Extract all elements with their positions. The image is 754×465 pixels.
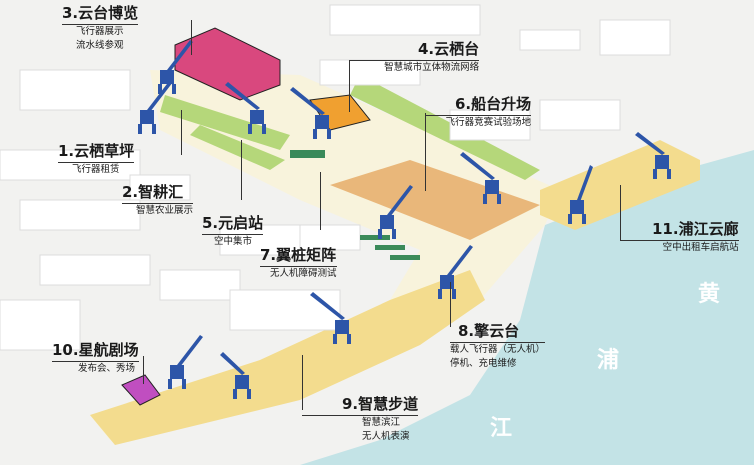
site-sub: 智慧农业展示	[136, 205, 194, 216]
site-sub: 智慧滨江	[362, 417, 401, 428]
leader-line-1	[181, 110, 182, 155]
label-site-10: 10.星航剧场 发布会、秀场	[52, 339, 139, 376]
lawn-1	[160, 95, 290, 150]
city-buildings	[0, 4, 671, 351]
site-sub: 智慧城市立体物流网络	[384, 62, 480, 73]
slipway-6	[330, 160, 540, 240]
site-sub: 发布会、秀场	[78, 363, 136, 374]
label-site-11: 11.浦江云廊 空中出租车启航站	[620, 218, 739, 255]
star-theatre-10	[121, 374, 161, 406]
site-title: 10.星航剧场	[52, 339, 139, 362]
expo-hall-3	[174, 27, 281, 101]
site-sub: 空中出租车启航站	[662, 242, 739, 253]
site-sub: 飞行器展示	[76, 26, 124, 37]
river-label-huang: 黄	[698, 282, 721, 307]
site-title: 7.翼桩矩阵	[260, 244, 337, 267]
site-title: 8.擎云台	[450, 320, 546, 343]
label-site-6: 6.船台升场 飞行器竞赛试验场地	[425, 93, 532, 130]
crane-icons	[138, 40, 671, 399]
label-site-7: 7.翼桩矩阵 无人机障碍测试	[260, 244, 337, 281]
site-sub: 流水线参观	[76, 40, 124, 51]
label-site-5: 5.元启站 空中集市	[202, 212, 264, 249]
site-sub: 无人机障碍测试	[270, 268, 337, 279]
label-site-4: 4.云栖台 智慧城市立体物流网络	[350, 38, 480, 75]
site-title: 4.云栖台	[350, 38, 480, 61]
leader-line-5	[320, 172, 321, 230]
lawn-green-strip	[350, 75, 540, 180]
label-site-2: 2.智耕汇 智慧农业展示	[122, 181, 194, 218]
lawn-2	[190, 125, 285, 170]
label-site-9: 9.智慧步道 智慧滨江 无人机表演	[302, 393, 419, 444]
site-sub: 停机、充电维修	[450, 358, 517, 369]
site-title: 11.浦江云廊	[620, 218, 739, 241]
label-site-3: 3.云台博览 飞行器展示 流水线参观	[62, 2, 139, 53]
leader-line-8	[450, 282, 451, 327]
leader-line-2	[241, 140, 242, 200]
site-title: 5.元启站	[202, 212, 264, 235]
leader-line-9	[302, 355, 303, 410]
pavilion-5	[290, 150, 325, 158]
leader-line-4	[349, 60, 350, 112]
huangpu-river	[300, 150, 754, 465]
site-sub: 无人机表演	[362, 431, 410, 442]
label-site-1: 1.云栖草坪 飞行器租赁	[58, 140, 135, 177]
site-title: 1.云栖草坪	[58, 140, 135, 163]
site-ground	[90, 70, 560, 440]
site-title: 9.智慧步道	[302, 393, 419, 416]
leader-line-6	[425, 113, 426, 191]
leader-line-3	[191, 20, 192, 55]
leader-line-10	[143, 356, 144, 384]
site-sub: 飞行器竞赛试验场地	[445, 117, 532, 128]
river-label-pu: 浦	[597, 348, 620, 373]
site-sub: 空中集市	[214, 236, 253, 247]
river-label-jiang: 江	[490, 416, 513, 441]
label-site-8: 8.擎云台 载人飞行器（无人机） 停机、充电维修	[450, 320, 546, 371]
site-sub: 载人飞行器（无人机）	[450, 344, 546, 355]
site-sub: 飞行器租赁	[72, 164, 120, 175]
site-title: 6.船台升场	[425, 93, 532, 116]
wing-pile-matrix-7	[360, 235, 420, 260]
leader-line-11	[620, 185, 621, 240]
site-title: 2.智耕汇	[122, 181, 194, 204]
site-title: 3.云台博览	[62, 2, 139, 25]
promenade-strip	[90, 270, 485, 445]
